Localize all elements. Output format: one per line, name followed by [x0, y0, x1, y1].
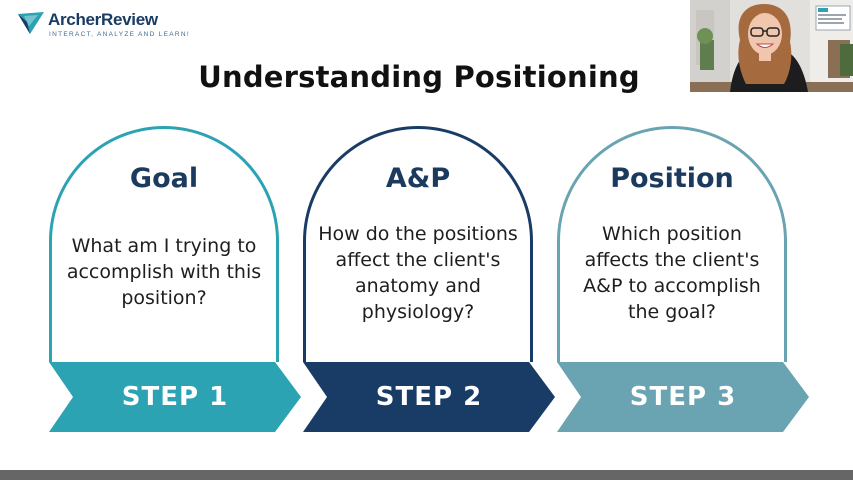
archer-logo-icon	[18, 12, 44, 34]
archer-review-logo: ArcherReview INTERACT, ANALYZE AND LEARN…	[18, 10, 189, 40]
step-1-label: STEP 1	[121, 382, 229, 412]
logo-name: ArcherReview	[48, 10, 158, 29]
bottom-control-bar	[0, 470, 853, 480]
step-2-label: STEP 2	[375, 382, 483, 412]
step-3-description: Which position affects the client's A&P …	[583, 223, 761, 323]
step-3-banner: STEP 3	[557, 362, 809, 432]
step-3-heading: Position	[610, 163, 734, 194]
step-2-arch: A&P How do the positions affect the clie…	[303, 126, 533, 362]
step-2-banner: STEP 2	[303, 362, 555, 432]
step-2-heading: A&P	[385, 163, 451, 194]
presenter-webcam	[690, 0, 853, 92]
step-3-arch: Position Which position affects the clie…	[557, 126, 787, 362]
step-1-arch: Goal What am I trying to accomplish with…	[49, 126, 279, 362]
step-3-label: STEP 3	[629, 382, 737, 412]
slide-title: Understanding Positioning	[198, 60, 640, 94]
logo-tagline: INTERACT, ANALYZE AND LEARN!	[49, 31, 191, 38]
step-2-description: How do the positions affect the client's…	[318, 223, 518, 323]
step-1-heading: Goal	[129, 163, 199, 194]
step-1-description: What am I trying to accomplish with this…	[66, 235, 262, 309]
presenter-video-image	[690, 0, 853, 92]
step-1-banner: STEP 1	[49, 362, 301, 432]
